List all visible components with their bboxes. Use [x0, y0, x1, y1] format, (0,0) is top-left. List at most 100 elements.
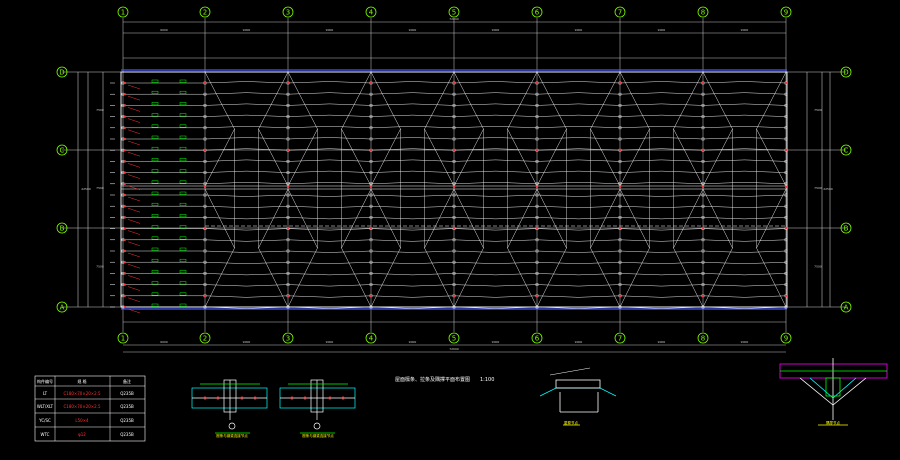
purlin-node	[701, 260, 705, 264]
purlin-end-mark	[123, 149, 127, 152]
purlin-node	[286, 260, 290, 264]
purlin-node	[286, 115, 290, 118]
detail-purlin-connection-1	[191, 379, 268, 434]
purlin-node	[784, 204, 788, 208]
purlin-node	[701, 272, 705, 275]
purlin-line	[204, 273, 787, 276]
axis-bubble	[199, 332, 211, 344]
purlin-node	[701, 283, 705, 286]
knee-brace-mark	[127, 163, 141, 168]
brace-line	[702, 71, 733, 187]
axis-bubble	[531, 6, 543, 18]
brace-node	[452, 81, 456, 85]
purlin-node	[286, 283, 290, 286]
axis-bubble	[531, 332, 543, 344]
purlin-line	[204, 114, 787, 117]
top-bay-dim: 9000	[160, 28, 168, 32]
column-axis-label: 1	[121, 335, 125, 343]
purlin-node	[701, 193, 705, 197]
purlin-tag	[179, 124, 187, 128]
purlin-node	[618, 193, 622, 197]
purlin-line	[204, 306, 787, 309]
legend-header-spec: 规 格	[77, 378, 86, 384]
purlin-tag	[179, 247, 187, 251]
column-axis-label: 5	[452, 335, 456, 343]
purlin-tag	[179, 214, 187, 218]
purlin-line	[204, 217, 787, 220]
purlin-end-mark	[123, 193, 127, 197]
brace-node	[618, 81, 622, 85]
row-axis-label: B	[60, 225, 65, 233]
purlin-node	[618, 160, 622, 163]
row-axis-label: D	[59, 69, 64, 77]
top-bay-dim: 9000	[243, 28, 251, 32]
detail-knee-brace	[779, 358, 888, 426]
purlin-tag	[179, 303, 187, 307]
purlin-node	[784, 260, 788, 264]
brace-node	[701, 148, 705, 152]
right-span-dim: 7500	[814, 265, 822, 269]
knee-brace-mark	[127, 118, 141, 123]
purlin-tag	[179, 202, 187, 206]
purlin-node	[286, 305, 290, 309]
purlin-node	[369, 193, 373, 197]
purlin-node	[535, 283, 539, 286]
brace-node	[701, 185, 705, 189]
brace-line	[453, 71, 484, 187]
purlin-node	[701, 137, 705, 141]
purlin-node	[701, 182, 705, 186]
brace-line	[204, 71, 235, 187]
purlin-tag	[151, 180, 159, 184]
purlin-node	[452, 160, 456, 163]
side-dimensions	[77, 72, 831, 307]
top-dimensions	[123, 21, 786, 59]
purlin-node	[452, 238, 456, 242]
purlin-node	[535, 182, 539, 186]
purlin-node	[784, 160, 788, 163]
purlin-tag	[179, 225, 187, 229]
purlin-node	[286, 238, 290, 242]
column-axis-label: 3	[286, 335, 290, 343]
purlin-node	[203, 137, 207, 141]
brace-node	[203, 81, 207, 85]
axis-bubble	[448, 332, 460, 344]
axis-bubble	[614, 332, 626, 344]
purlin-node	[452, 260, 456, 264]
purlin-node	[618, 260, 622, 264]
brace-line	[756, 71, 787, 187]
purlin-tag	[179, 292, 187, 296]
brace-line	[590, 71, 621, 187]
column-axis-label: 9	[784, 9, 788, 17]
purlin-tag	[179, 158, 187, 162]
legend-row-code: WLT/XLT	[37, 404, 54, 409]
purlin-node	[286, 272, 290, 275]
purlin-line	[204, 126, 787, 129]
purlin-tag	[151, 113, 159, 117]
purlin-tag	[179, 169, 187, 173]
axis-bubble	[840, 301, 852, 313]
purlin-line	[204, 170, 787, 173]
detail3-title: 屋脊节点	[564, 420, 578, 425]
purlin-node	[286, 104, 290, 107]
purlin-end-mark	[123, 216, 127, 219]
brace-line	[673, 71, 704, 187]
top-bay-dim: 9000	[575, 28, 583, 32]
purlin-line	[204, 295, 787, 298]
purlin-end-mark	[123, 283, 127, 286]
purlin-line	[204, 261, 787, 264]
purlin-tag	[151, 79, 159, 83]
legend-row-code: LT	[43, 391, 48, 396]
purlin-node	[535, 92, 539, 96]
purlin-end-mark	[123, 305, 127, 309]
knee-brace-mark	[127, 297, 141, 303]
purlin-tag	[179, 135, 187, 139]
brace-node	[784, 81, 788, 85]
purlin-node	[369, 305, 373, 309]
brace-node	[784, 148, 788, 152]
purlin-node	[618, 104, 622, 107]
purlin-tag	[151, 303, 159, 307]
purlin-node	[203, 305, 207, 309]
purlin-line	[204, 137, 787, 140]
